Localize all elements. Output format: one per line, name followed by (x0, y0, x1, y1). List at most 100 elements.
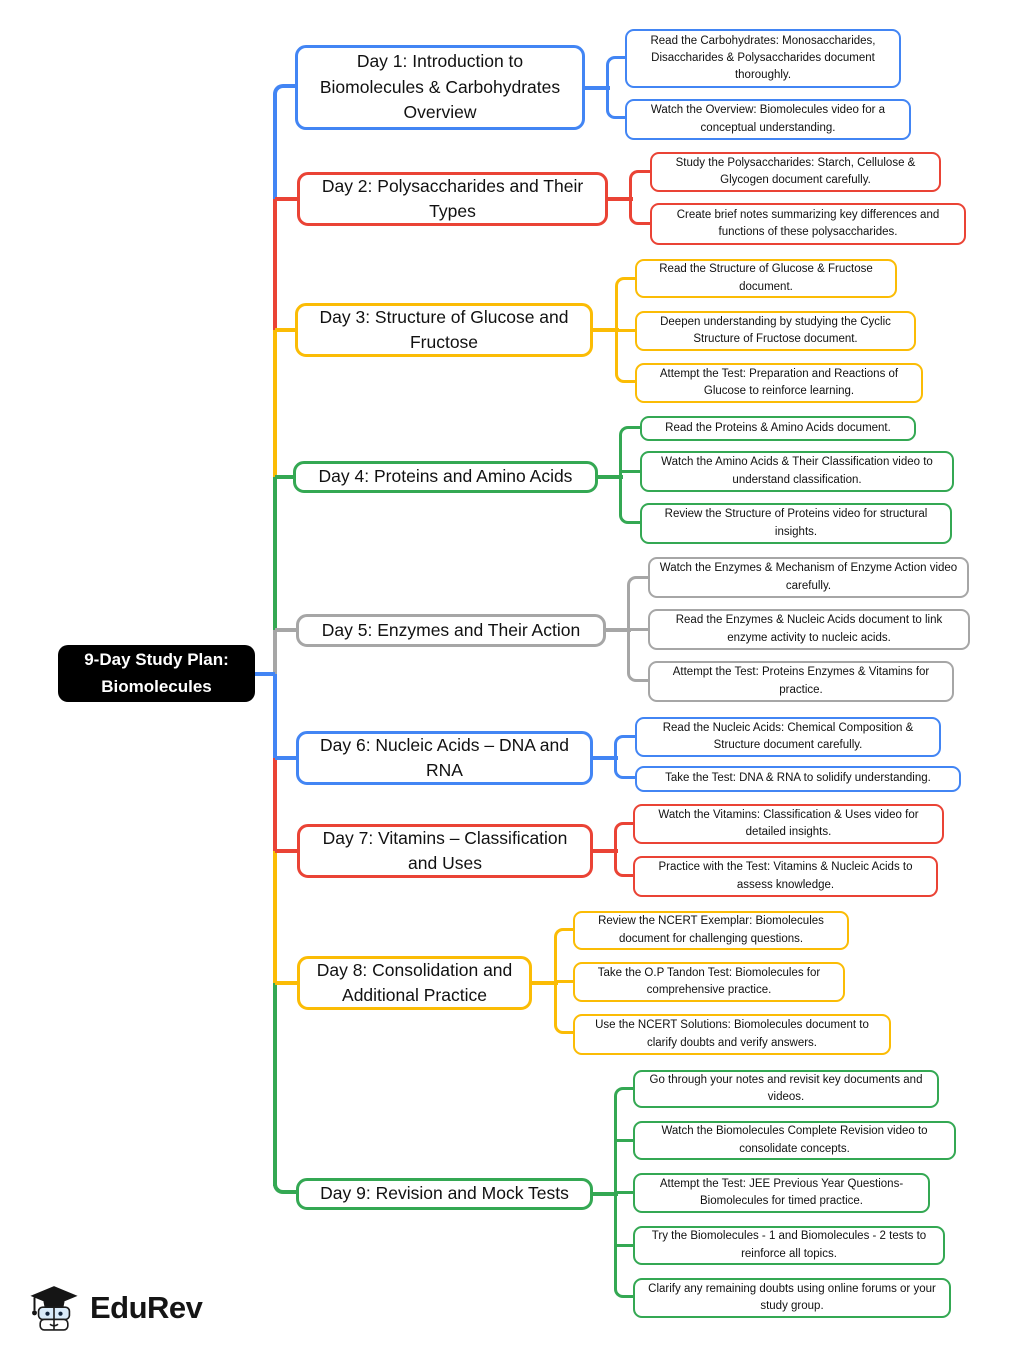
day-9-node: Day 9: Revision and Mock Tests (296, 1178, 593, 1210)
day-3-task-3: Attempt the Test: Preparation and Reacti… (635, 363, 923, 403)
day-6-task-1: Read the Nucleic Acids: Chemical Composi… (635, 717, 941, 757)
day-9-task-2: Watch the Biomolecules Complete Revision… (633, 1121, 956, 1160)
day-2-bracket-top (629, 170, 650, 182)
day-1-label: Day 1: Introduction to Biomolecules & Ca… (319, 51, 561, 123)
trunk-segment (273, 851, 277, 983)
day-5-node: Day 5: Enzymes and Their Action (296, 614, 606, 647)
day-1-bracket (606, 66, 609, 109)
day-8-bracket-bottom (554, 1022, 573, 1034)
root-label: 9-Day Study Plan: Biomolecules (84, 650, 229, 696)
task-text: Watch the Amino Acids & Their Classifica… (661, 456, 933, 486)
day-9-task-5: Clarify any remaining doubts using onlin… (633, 1278, 951, 1318)
trunk-segment (273, 199, 277, 330)
day-9-task-4: Try the Biomolecules - 1 and Biomolecule… (633, 1226, 945, 1265)
task-text: Attempt the Test: JEE Previous Year Ques… (659, 1177, 904, 1207)
day-5-stub (627, 628, 648, 631)
task-text: Watch the Vitamins: Classification & Use… (658, 808, 919, 838)
day-4-node: Day 4: Proteins and Amino Acids (293, 461, 598, 493)
day-8-task-3: Use the NCERT Solutions: Biomolecules do… (573, 1014, 891, 1055)
day-4-bracket (619, 436, 622, 514)
day-6-task-2: Take the Test: DNA & RNA to solidify und… (635, 766, 961, 792)
day-2-bracket (629, 180, 632, 215)
trunk-segment (273, 983, 277, 1186)
branch-stub-day8 (275, 981, 299, 985)
trunk-segment (273, 96, 277, 199)
task-text: Take the O.P Tandon Test: Biomolecules f… (597, 966, 821, 996)
task-text: Study the Polysaccharides: Starch, Cellu… (675, 156, 916, 186)
day-9-leafline (591, 1192, 618, 1196)
task-text: Watch the Enzymes & Mechanism of Enzyme … (659, 562, 958, 592)
task-text: Clarify any remaining doubts using onlin… (648, 1282, 936, 1312)
day-9-label: Day 9: Revision and Mock Tests (320, 1183, 569, 1204)
day-4-bracket-bottom (619, 512, 640, 524)
day-3-task-2: Deepen understanding by studying the Cyc… (635, 311, 916, 351)
day-9-bracket-top (614, 1087, 633, 1099)
day-2-task-1: Study the Polysaccharides: Starch, Cellu… (650, 152, 941, 192)
day-7-task-2: Practice with the Test: Vitamins & Nucle… (633, 856, 938, 897)
day-1-leafline (583, 86, 610, 90)
day-4-stub (619, 470, 640, 473)
day-8-task-1: Review the NCERT Exemplar: Biomolecules … (573, 911, 849, 950)
day-2-label: Day 2: Polysaccharides and Their Types (321, 175, 584, 221)
day-7-leafline (591, 849, 618, 853)
day-6-bracket (614, 745, 617, 769)
day-7-node: Day 7: Vitamins – Classification and Use… (297, 824, 593, 878)
day-3-bracket-bottom (615, 371, 635, 383)
day-5-task-2: Read the Enzymes & Nucleic Acids documen… (648, 609, 970, 650)
task-text: Try the Biomolecules - 1 and Biomolecule… (651, 1230, 927, 1260)
day-5-leafline (604, 628, 631, 632)
day-9-bracket-bottom (614, 1286, 633, 1298)
day-4-task-1: Read the Proteins & Amino Acids document… (640, 416, 916, 441)
task-text: Review the NCERT Exemplar: Biomolecules … (598, 915, 824, 945)
day-6-label: Day 6: Nucleic Acids – DNA and RNA (319, 734, 569, 780)
branch-stub-day3 (275, 328, 299, 332)
day-3-node: Day 3: Structure of Glucose and Fructose (295, 303, 593, 357)
day-3-leafline (591, 328, 619, 332)
task-text: Create brief notes summarizing key diffe… (676, 208, 940, 238)
task-text: Attempt the Test: Preparation and Reacti… (659, 367, 899, 397)
day-7-label: Day 7: Vitamins – Classification and Use… (322, 827, 568, 873)
day-8-bracket-top (554, 928, 573, 940)
day-8-task-2: Take the O.P Tandon Test: Biomolecules f… (573, 962, 845, 1002)
task-text: Read the Nucleic Acids: Chemical Composi… (662, 721, 914, 751)
day-1-task-2: Watch the Overview: Biomolecules video f… (625, 99, 911, 140)
trunk-segment (273, 477, 277, 630)
day-3-label: Day 3: Structure of Glucose and Fructose (319, 306, 569, 352)
branch-stub-day2 (275, 197, 299, 201)
task-text: Watch the Biomolecules Complete Revision… (661, 1125, 928, 1155)
day-6-leafline (591, 756, 618, 760)
day-2-task-2: Create brief notes summarizing key diffe… (650, 203, 966, 245)
day-2-leafline (606, 197, 633, 201)
task-text: Watch the Overview: Biomolecules video f… (650, 104, 886, 134)
day-7-bracket (614, 832, 617, 867)
day-9-task-3: Attempt the Test: JEE Previous Year Ques… (633, 1173, 930, 1213)
logo-text: EduRev (90, 1290, 203, 1325)
task-text: Read the Proteins & Amino Acids document… (665, 421, 891, 434)
root-connector (251, 672, 275, 676)
day-5-task-1: Watch the Enzymes & Mechanism of Enzyme … (648, 557, 969, 598)
task-text: Use the NCERT Solutions: Biomolecules do… (595, 1019, 869, 1049)
day-6-bracket-bottom (614, 767, 635, 779)
day-1-bracket-top (606, 56, 625, 68)
day-5-bracket-top (627, 576, 648, 588)
task-text: Read the Carbohydrates: Monosaccharides,… (650, 34, 876, 82)
day-8-label: Day 8: Consolidation and Additional Prac… (316, 959, 513, 1005)
day-7-task-1: Watch the Vitamins: Classification & Use… (633, 804, 944, 844)
task-text: Review the Structure of Proteins video f… (664, 508, 928, 538)
trunk-segment (273, 758, 277, 851)
day-8-leafline (530, 981, 558, 985)
day-5-label: Day 5: Enzymes and Their Action (321, 619, 581, 640)
day-9-stub (614, 1139, 633, 1142)
trunk-segment (273, 674, 277, 758)
task-text: Deepen understanding by studying the Cyc… (660, 315, 891, 345)
day-1-bracket-bottom (606, 107, 625, 119)
day-4-bracket-top (619, 426, 640, 438)
day-4-label: Day 4: Proteins and Amino Acids (318, 466, 573, 487)
trunk-curve-top (273, 84, 297, 98)
branch-stub-day7 (275, 849, 299, 853)
day-1-node: Day 1: Introduction to Biomolecules & Ca… (295, 45, 585, 130)
trunk-curve-bottom (273, 1180, 297, 1194)
day-7-bracket-bottom (614, 865, 633, 877)
task-text: Take the Test: DNA & RNA to solidify und… (665, 772, 931, 785)
graduation-cap-books-icon (30, 1286, 78, 1331)
